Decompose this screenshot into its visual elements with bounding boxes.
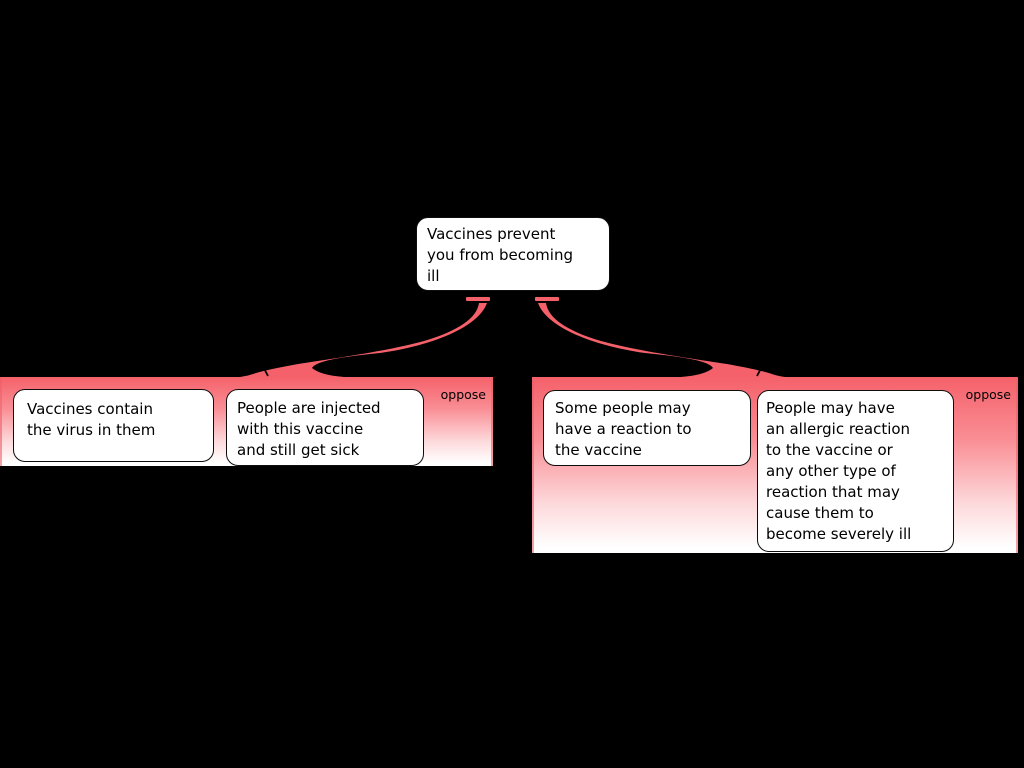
- oppose-link-right[interactable]: [534, 296, 798, 378]
- group-edge-left: [0, 377, 2, 466]
- reason-node[interactable]: People are injected with this vaccine an…: [226, 389, 424, 466]
- oppose-group-2[interactable]: oppose Some people may have a reaction t…: [532, 377, 1018, 553]
- reason-node[interactable]: Some people may have a reaction to the v…: [543, 390, 751, 466]
- link-stub[interactable]: [466, 297, 490, 301]
- group-edge-left: [532, 377, 534, 553]
- group-edge-right: [1016, 377, 1018, 553]
- link-curve[interactable]: [228, 303, 487, 377]
- oppose-group-1[interactable]: oppose Vaccines contain the virus in the…: [0, 377, 493, 466]
- reason-node[interactable]: Vaccines contain the virus in them: [13, 389, 214, 462]
- link-seam: [257, 356, 269, 377]
- relation-label: oppose: [965, 387, 1011, 402]
- group-edge-right: [491, 377, 493, 466]
- claim-node[interactable]: Vaccines prevent you from becoming ill: [416, 217, 610, 291]
- relation-label: oppose: [440, 387, 486, 402]
- oppose-link-shape: [228, 297, 490, 377]
- reason-node[interactable]: People may have an allergic reaction to …: [757, 390, 954, 552]
